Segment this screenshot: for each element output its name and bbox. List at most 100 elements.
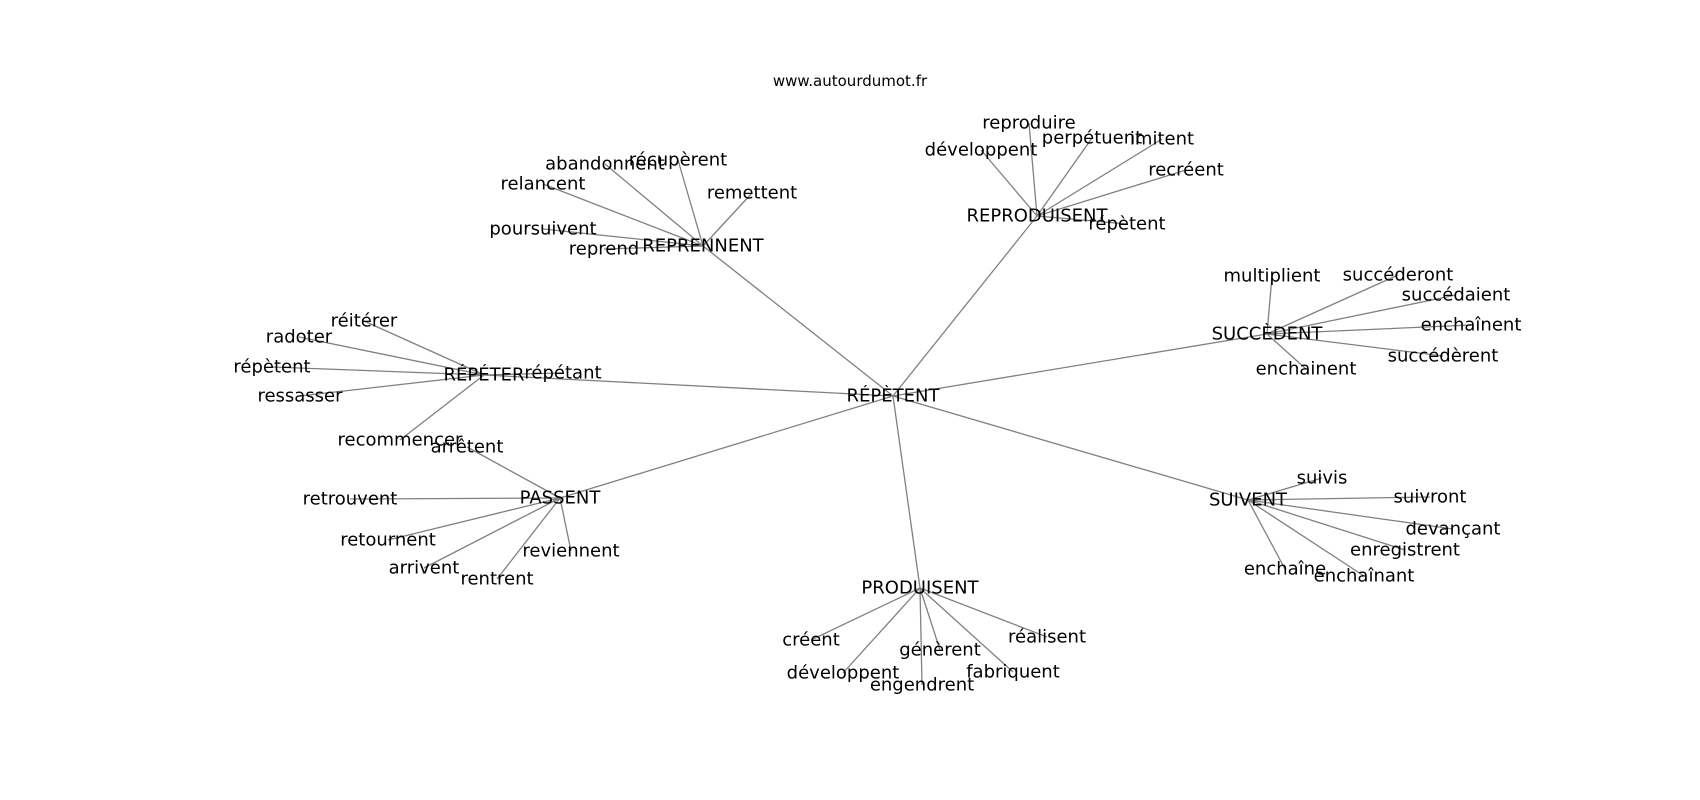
edge-produisent-generent [919,587,941,651]
leaf-word-imitent[interactable]: imitent [1130,129,1194,150]
edge-repeter-reiterer [363,320,485,376]
edge-produisent-creent [810,587,921,641]
edge-reproduisent-developpent [980,149,1038,217]
edge-repeter-repetant [483,372,564,376]
hub-word-passent[interactable]: PASSENT [520,488,602,509]
leaf-word-ressasser[interactable]: ressasser [257,386,343,407]
edge-center-reproduisent [892,215,1038,397]
edge-produisent-engendrent [919,587,923,686]
leaf-word-recuperent[interactable]: récupèrent [629,150,727,171]
edge-succedent-succedaient [1266,294,1457,335]
leaf-word-realisent[interactable]: réalisent [1008,627,1086,648]
leaf-word-abandonnent[interactable]: abandonnent [545,154,665,175]
leaf-word-multiplient[interactable]: multiplient [1224,266,1321,287]
edge-reprennent-recuperent [677,159,704,247]
edge-passent-arretent [466,446,561,499]
edge-succedent-enchainent [1266,324,1472,335]
hub-word-succedent[interactable]: SUCCÈDENT [1212,323,1324,345]
edge-passent-rentrent [496,497,561,580]
leaf-word-engendrent[interactable]: engendrent [870,675,974,696]
leaf-word-enregistrent[interactable]: enregistrent [1350,540,1460,561]
edge-center-passent [559,395,894,499]
leaf-word-reiterer[interactable]: réitérer [331,311,398,332]
edge-passent-retournent [387,497,561,541]
edge-reproduisent-repetent [1036,215,1128,225]
edge-reproduisent-perpetuent [1036,137,1093,217]
edge-succedent-succederont [1266,274,1399,335]
edge-produisent-fabriquent [919,587,1014,673]
leaf-word-repetent[interactable]: répètent [233,357,310,378]
edge-reproduisent-reproduire [1028,122,1038,217]
leaf-word-remettent[interactable]: remettent [707,183,797,204]
hub-word-reprennent[interactable]: REPRENNENT [642,236,764,257]
edge-reprennent-relancent [542,183,704,247]
edge-suivent-enchainant [1247,499,1365,577]
leaf-word-rentrent[interactable]: rentrent [460,569,533,590]
edge-center-suivent [892,395,1249,501]
leaf-word-enchaine[interactable]: enchaîne [1244,559,1326,580]
leaf-word-devancant[interactable]: devançant [1406,519,1501,540]
edge-repeter-recommencer [399,374,485,441]
leaf-word-relancent[interactable]: relancent [501,174,586,195]
edge-suivent-suivis [1247,477,1323,501]
edge-center-produisent [892,395,921,589]
hub-word-repeter[interactable]: RÉPÉTER [444,364,525,386]
edge-passent-reviennent [559,497,572,552]
edge-reproduisent-recreent [1036,169,1187,217]
hub-word-produisent[interactable]: PRODUISENT [861,578,979,599]
edge-reprennent-abandonnent [604,163,704,247]
leaf-word-repetent[interactable]: répètent [1088,214,1165,235]
leaf-word-creent[interactable]: créent [782,630,840,651]
leaf-word-arrivent[interactable]: arrivent [389,558,460,579]
leaf-word-reviennent[interactable]: reviennent [522,541,619,562]
leaf-word-perpetuent[interactable]: perpétuent [1042,128,1142,149]
edge-reprennent-remettent [702,192,753,247]
leaf-word-enchainent[interactable]: enchainent [1256,359,1357,380]
edge-reproduisent-imitent [1036,138,1163,217]
edge-center-succedent [892,333,1268,397]
leaf-word-reproduire[interactable]: reproduire [982,113,1075,134]
hub-word-suivent[interactable]: SUIVENT [1209,490,1288,511]
leaf-word-developpent[interactable]: développent [925,140,1038,161]
leaf-word-recommencer[interactable]: recommencer [338,430,464,451]
leaf-word-suivis[interactable]: suivis [1297,468,1348,489]
edge-repeter-repetent [271,366,485,376]
leaf-word-poursuivent[interactable]: poursuivent [489,219,596,240]
leaf-word-enchainent[interactable]: enchaînent [1421,315,1522,336]
edge-passent-arrivent [423,497,561,569]
edge-suivent-devancant [1247,499,1454,530]
graph-edges [271,122,1472,686]
edge-passent-retrouvent [349,497,561,500]
leaf-word-repetant[interactable]: répétant [524,363,601,384]
leaf-word-reprend[interactable]: reprend [569,239,639,260]
edge-center-reprennent [702,245,894,397]
edge-center-repeter [483,374,894,397]
leaf-word-enchainant[interactable]: enchaînant [1314,566,1415,587]
edge-reprennent-poursuivent [542,228,704,247]
leaf-word-radoter[interactable]: radoter [266,327,333,348]
edge-produisent-realisent [919,587,1048,638]
edge-suivent-suivront [1247,496,1431,501]
edge-succedent-enchainent [1266,333,1307,370]
leaf-word-succedaient[interactable]: succédaient [1402,285,1511,306]
leaf-word-suivront[interactable]: suivront [1394,487,1467,508]
leaf-word-recreent[interactable]: recréent [1148,160,1224,181]
edge-produisent-developpent [842,587,921,674]
center-word[interactable]: RÉPÈTENT [847,385,941,407]
leaf-word-succederent[interactable]: succédèrent [1388,346,1499,367]
edge-succedent-multiplient [1266,275,1273,335]
site-title: www.autourdumot.fr [772,72,928,90]
leaf-word-retournent[interactable]: retournent [340,530,436,551]
edge-succedent-succederent [1266,333,1444,357]
leaf-word-developpent[interactable]: développent [787,663,900,684]
hub-word-reproduisent[interactable]: REPRODUISENT [966,206,1108,227]
leaf-word-arretent[interactable]: arrêtent [431,437,504,458]
leaf-word-generent[interactable]: génèrent [899,640,981,661]
edge-suivent-enregistrent [1247,499,1406,551]
edge-reprennent-reprend [603,245,704,250]
leaf-word-retrouvent[interactable]: retrouvent [303,489,398,510]
leaf-word-fabriquent[interactable]: fabriquent [966,662,1060,683]
leaf-word-succederont[interactable]: succéderont [1343,265,1454,286]
